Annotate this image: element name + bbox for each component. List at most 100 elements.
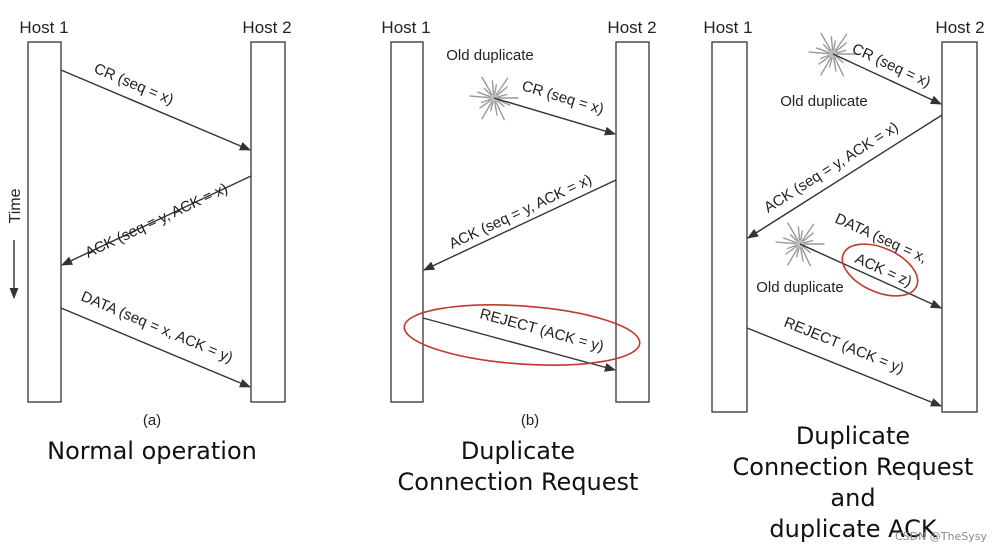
panel-b-host1-label: Host 1 bbox=[381, 18, 430, 37]
burst-ray bbox=[816, 47, 831, 54]
burst-ray bbox=[795, 246, 800, 258]
burst-ray bbox=[835, 49, 847, 54]
panel-b-host2-timeline bbox=[615, 41, 650, 403]
burst-ray bbox=[830, 36, 834, 52]
panel-b-host2-label: Host 2 bbox=[607, 18, 656, 37]
panel-a-cr-arrow bbox=[60, 69, 252, 151]
burst-ray bbox=[489, 100, 494, 112]
panel-c-host1-timeline bbox=[711, 41, 748, 413]
panel-a-host2-timeline bbox=[250, 41, 286, 403]
burst-ray bbox=[495, 99, 505, 108]
panel-c-caption-line-1: Duplicate bbox=[795, 422, 911, 450]
panel-c-host1-label: Host 1 bbox=[703, 18, 752, 37]
panel-c-caption-line-3: and bbox=[830, 484, 876, 512]
panel-a-sublabel: (a) bbox=[143, 412, 161, 429]
burst-ray bbox=[787, 222, 800, 243]
panel-c-data-label: DATA (seq = x, bbox=[832, 210, 929, 266]
panel-c-old-duplicate-burst-1 bbox=[808, 32, 858, 77]
panel-b-caption: Duplicate Connection Request bbox=[378, 436, 658, 498]
burst-ray bbox=[820, 55, 833, 76]
burst-ray bbox=[483, 88, 493, 97]
panel-b-ack-label: ACK (seq = y, ACK = x) bbox=[446, 171, 594, 252]
panel-c-cr-label: CR (seq = x) bbox=[849, 40, 933, 91]
panel-c: Host 1 Host 2 Old duplicate CR (seq = x)… bbox=[703, 18, 985, 413]
panel-a-data-arrow bbox=[60, 307, 252, 388]
burst-ray bbox=[833, 56, 845, 77]
panel-a-data-label: DATA (seq = x, ACK = y) bbox=[78, 288, 235, 367]
burst-ray bbox=[822, 44, 832, 53]
burst-ray bbox=[786, 244, 798, 250]
burst-ray bbox=[828, 56, 833, 68]
time-axis-label: Time bbox=[7, 188, 24, 223]
panel-b-host1-timeline bbox=[390, 41, 424, 403]
burst-ray bbox=[832, 40, 836, 52]
panel-b-cr-label: CR (seq = x) bbox=[520, 78, 606, 118]
burst-ray bbox=[785, 245, 799, 255]
burst-ray bbox=[808, 51, 831, 55]
burst-ray bbox=[801, 223, 815, 243]
panel-c-caption-line-2: Connection Request bbox=[732, 453, 974, 481]
burst-ray bbox=[818, 55, 832, 65]
burst-ray bbox=[481, 99, 494, 120]
burst-ray bbox=[787, 245, 800, 266]
panel-b-ack-arrow bbox=[422, 179, 617, 271]
burst-ray bbox=[799, 230, 803, 242]
panel-b-old-duplicate-burst bbox=[469, 76, 519, 121]
panel-a-host2-label: Host 2 bbox=[242, 18, 291, 37]
burst-ray bbox=[820, 32, 833, 53]
burst-ray bbox=[479, 99, 493, 109]
burst-ray bbox=[834, 42, 847, 53]
burst-ray bbox=[493, 100, 498, 116]
panel-c-host2-timeline bbox=[941, 41, 978, 413]
watermark: CSDN @TheSysy bbox=[894, 530, 987, 543]
panel-c-host2-label: Host 2 bbox=[935, 18, 984, 37]
panel-a-host1-label: Host 1 bbox=[19, 18, 68, 37]
panel-b-sublabel: (b) bbox=[521, 412, 539, 429]
burst-ray bbox=[801, 245, 811, 254]
panel-b-caption-line-2: Connection Request bbox=[397, 468, 639, 496]
burst-ray bbox=[799, 246, 804, 262]
panel-b-caption-line-1: Duplicate bbox=[460, 437, 576, 465]
burst-ray bbox=[493, 84, 497, 96]
panel-b-cr-arrow bbox=[493, 97, 617, 136]
burst-ray bbox=[783, 237, 798, 244]
burst-ray bbox=[496, 98, 511, 106]
burst-ray bbox=[797, 226, 801, 242]
panel-a-caption-line-1: Normal operation bbox=[47, 437, 257, 465]
panel-c-ack-z-highlight bbox=[841, 243, 919, 297]
panel-b-reject-arrow bbox=[422, 317, 617, 372]
burst-ray bbox=[469, 95, 492, 99]
burst-ray bbox=[819, 54, 831, 60]
burst-ray bbox=[495, 86, 508, 97]
burst-ray bbox=[495, 77, 509, 97]
panel-a-ack-label: ACK (seq = y, ACK = x) bbox=[82, 180, 230, 262]
panel-a-ack-arrow bbox=[60, 175, 252, 266]
panel-b-reject-highlight bbox=[403, 304, 641, 366]
burst-ray bbox=[775, 241, 798, 245]
burst-ray bbox=[801, 232, 814, 243]
burst-ray bbox=[834, 55, 844, 64]
panel-a: Host 1 Host 2 Time CR (seq = x) ACK (seq… bbox=[7, 18, 292, 429]
burst-ray bbox=[481, 76, 494, 97]
panel-c-ack-label: ACK (seq = y, ACK = x) bbox=[761, 119, 902, 217]
panel-c-old-duplicate-label-2: Old duplicate bbox=[756, 279, 844, 296]
panel-b-old-duplicate-label: Old duplicate bbox=[446, 47, 534, 64]
burst-ray bbox=[480, 98, 492, 104]
burst-ray bbox=[789, 234, 799, 243]
burst-ray bbox=[802, 239, 814, 244]
burst-ray bbox=[496, 93, 508, 98]
panel-c-reject-arrow bbox=[746, 327, 943, 407]
panel-c-caption-line-4: duplicate ACK bbox=[769, 515, 937, 543]
panel-b-reject-label: REJECT (ACK = y) bbox=[478, 305, 606, 355]
burst-ray bbox=[491, 80, 495, 96]
burst-ray bbox=[834, 33, 848, 53]
panel-c-old-duplicate-label-1: Old duplicate bbox=[780, 93, 868, 110]
panel-c-reject-label: REJECT (ACK = y) bbox=[782, 314, 907, 377]
burst-ray bbox=[494, 100, 506, 121]
panel-c-data-arrow bbox=[799, 243, 943, 309]
panel-c-ack-arrow bbox=[747, 114, 943, 239]
panel-c-caption: Duplicate Connection Request and duplica… bbox=[722, 421, 984, 545]
panel-c-cr-arrow bbox=[832, 53, 943, 105]
burst-ray bbox=[477, 91, 492, 98]
